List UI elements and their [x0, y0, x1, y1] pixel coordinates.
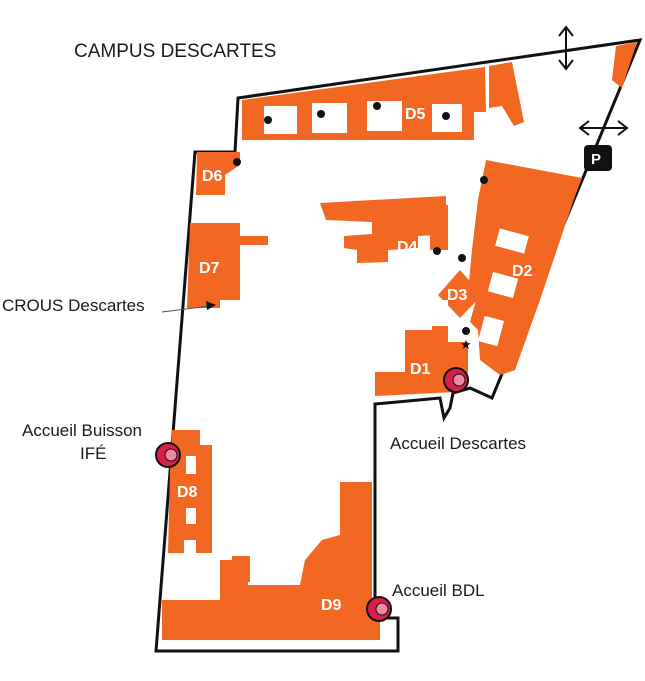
entrance-marker-bdl[interactable] — [366, 596, 392, 622]
building-d5-annex — [489, 62, 524, 126]
map-title: CAMPUS DESCARTES — [74, 41, 276, 62]
location-dots — [233, 102, 488, 335]
location-dot-icon — [264, 116, 272, 124]
building-label-d4: D4 — [397, 239, 418, 256]
accueil-descartes-label: Accueil Descartes — [390, 434, 526, 453]
building-label-d7: D7 — [199, 260, 220, 277]
building-label-d8: D8 — [177, 484, 198, 501]
entrance-marker-descartes[interactable] — [443, 367, 469, 393]
parking-icon[interactable]: P — [584, 145, 612, 171]
crous-pointer — [161, 301, 216, 313]
location-dot-icon — [373, 102, 381, 110]
building-label-d2: D2 — [512, 263, 533, 280]
building-d4 — [320, 196, 446, 263]
building-label-d1: D1 — [410, 361, 431, 378]
svg-text:P: P — [591, 151, 601, 168]
building-d9 — [162, 482, 380, 640]
vertical-double-arrow-icon — [558, 25, 574, 71]
star-icon: ★ — [460, 338, 472, 353]
crous-label: CROUS Descartes — [2, 296, 145, 315]
building-east-strip — [612, 42, 637, 88]
building-d6 — [196, 152, 240, 195]
building-d7 — [187, 223, 268, 308]
building-d4-east — [430, 205, 448, 250]
location-dot-icon — [480, 176, 488, 184]
location-dot-icon — [458, 254, 466, 262]
building-label-d3: D3 — [447, 287, 468, 304]
building-labels: D5 D6 D7 D4 D2 D3 D1 D8 D9 — [177, 106, 533, 614]
building-label-d9: D9 — [321, 597, 342, 614]
accueil-buisson-sublabel: IFÉ — [80, 444, 106, 463]
building-label-d6: D6 — [202, 168, 223, 185]
accueil-bdl-label: Accueil BDL — [392, 581, 485, 600]
location-dot-icon — [442, 112, 450, 120]
horizontal-double-arrow-icon — [578, 120, 629, 136]
accueil-buisson-label: Accueil Buisson — [22, 421, 142, 440]
building-label-d5: D5 — [405, 106, 426, 123]
building-d5 — [242, 67, 486, 140]
location-dot-icon — [433, 247, 441, 255]
building-blocks — [162, 42, 637, 640]
location-dot-icon — [233, 158, 241, 166]
location-dot-icon — [462, 327, 470, 335]
location-dot-icon — [317, 110, 325, 118]
entrance-marker-buisson[interactable] — [155, 442, 181, 468]
building-d3 — [438, 270, 482, 318]
